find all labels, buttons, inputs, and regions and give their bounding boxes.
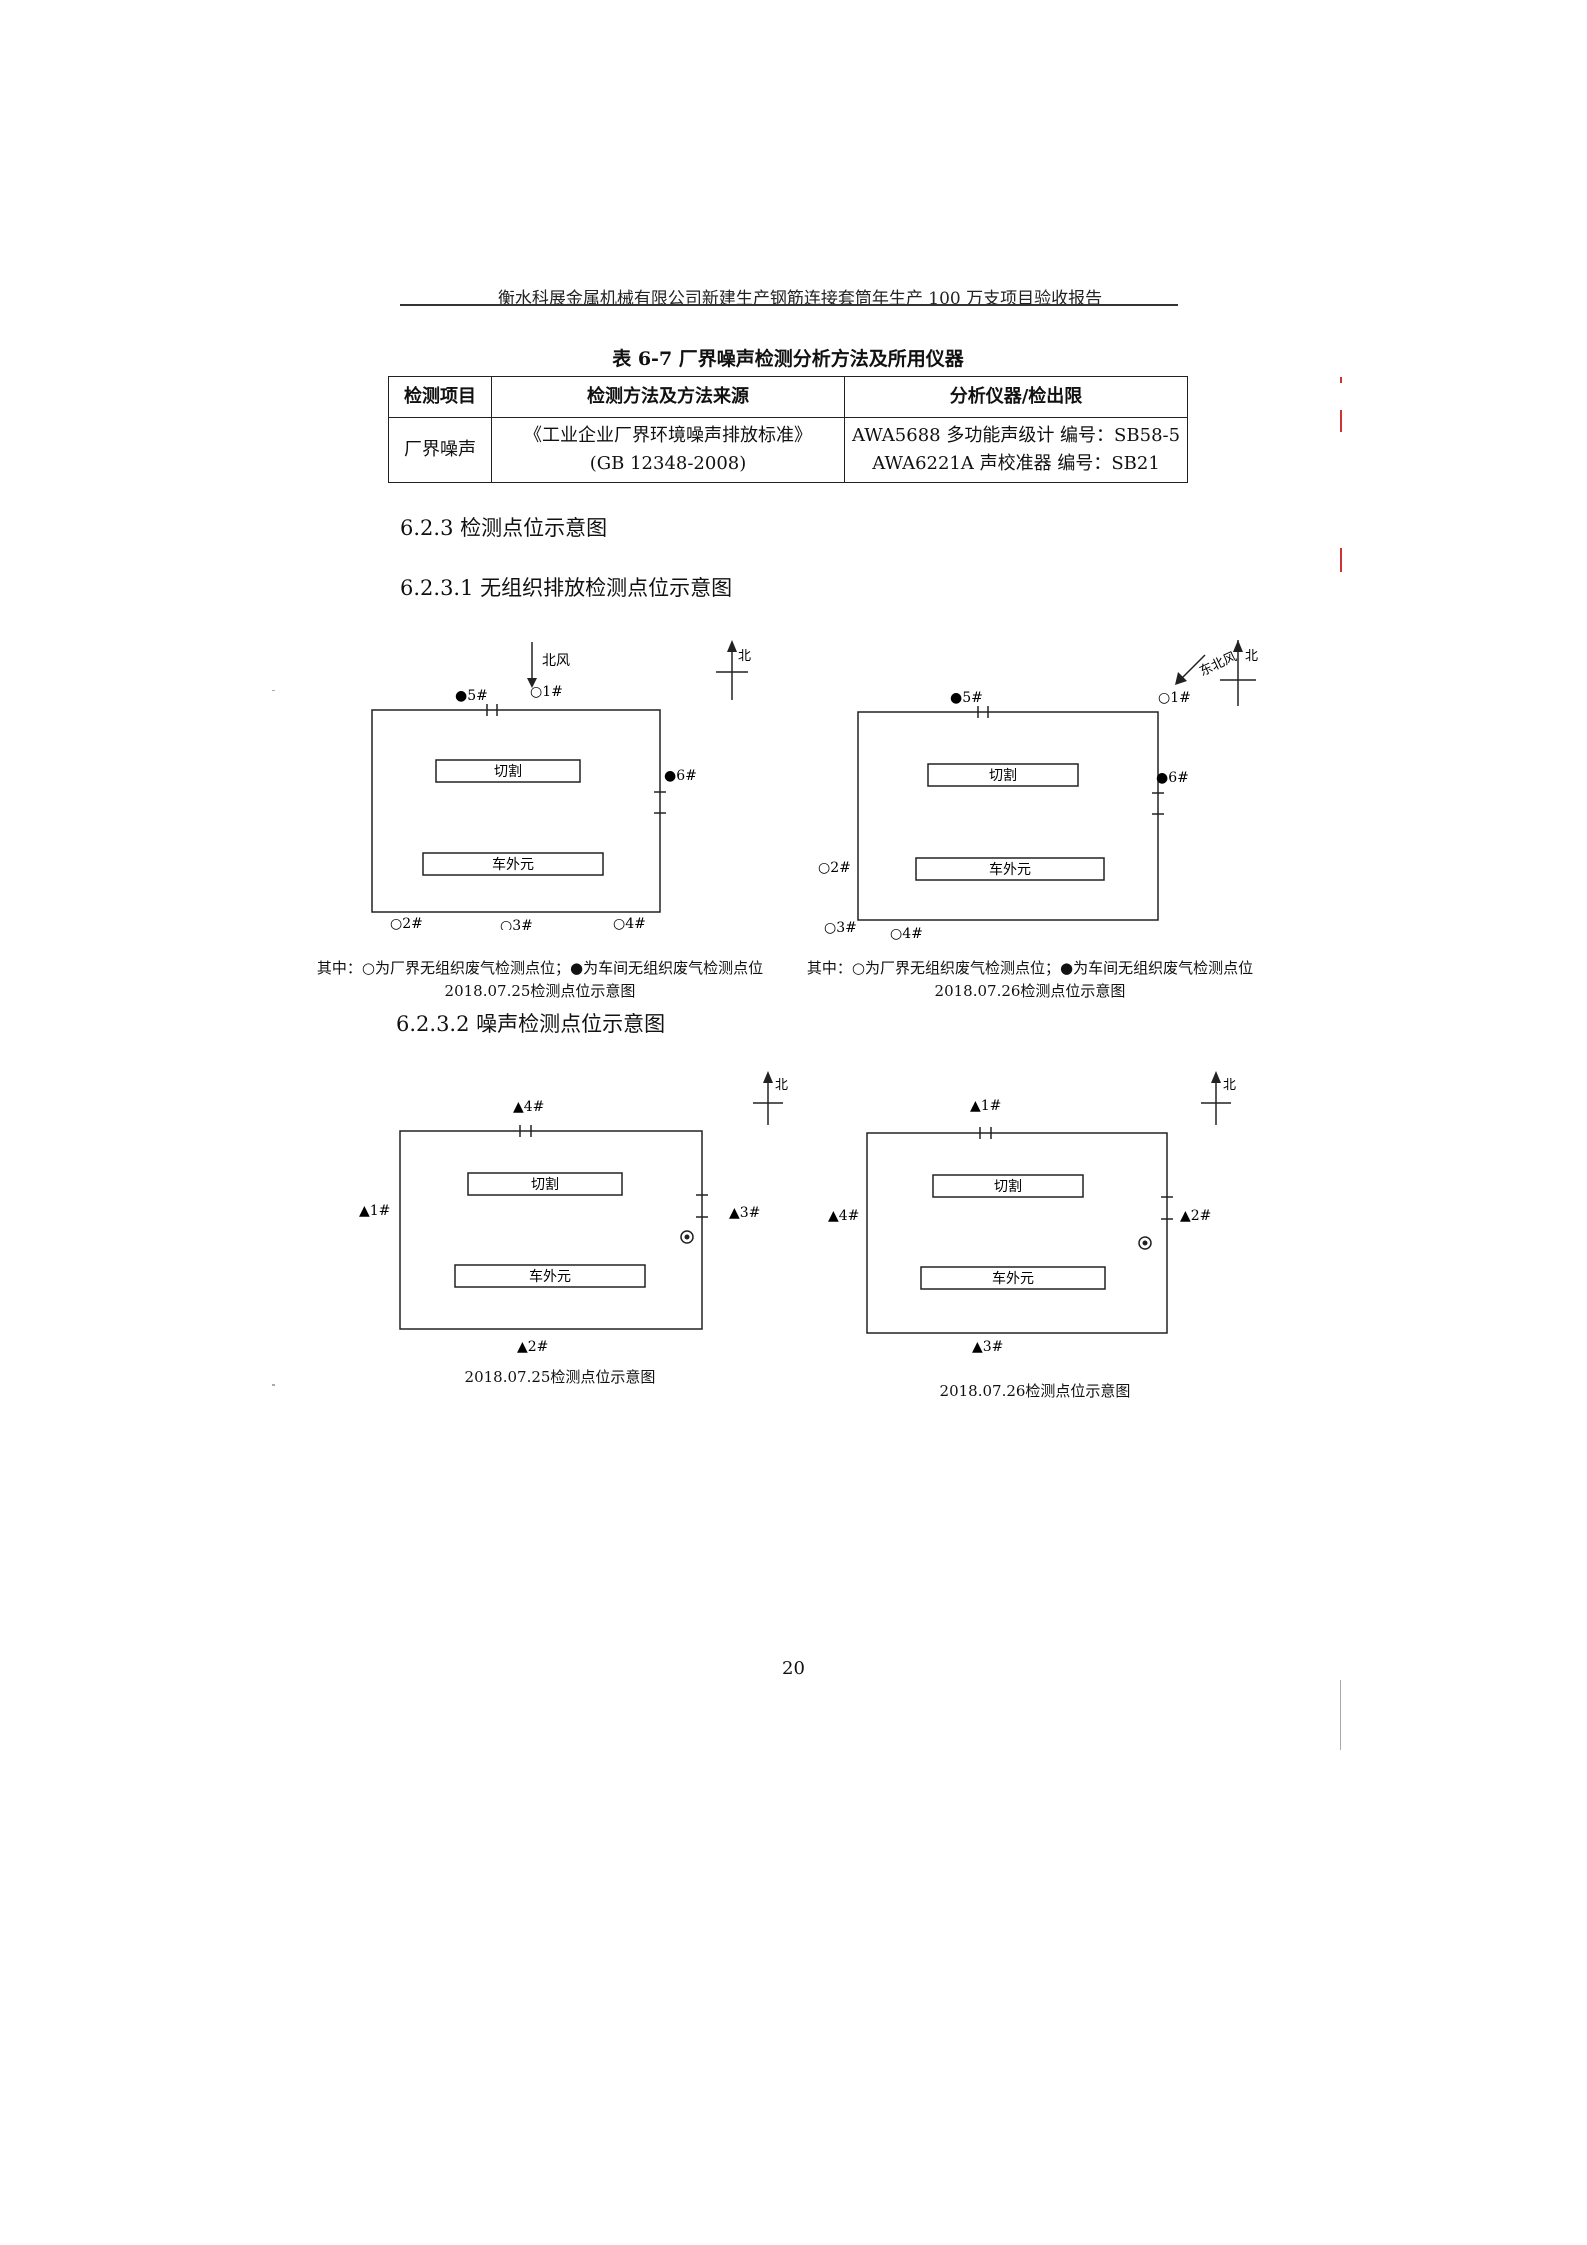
workshop-label-noise-left: 车外元 (529, 1268, 571, 1285)
wind-label-right: 东北风 (1197, 650, 1239, 680)
header-instrument: 分析仪器/检出限 (844, 376, 1188, 418)
air-diagram-left: 北风 北 切割 车外元 ●5# ○1# ●6# ○2# ○3# ○4# (360, 630, 780, 934)
plant-boundary-noise-right (866, 1132, 1168, 1334)
cell-instrument: AWA5688 多功能声级计 编号：SB58-5 AWA6221A 声校准器 编… (844, 417, 1188, 483)
noise-point-4: ▲4# (513, 1099, 544, 1115)
noise-point-2-right: ▲2# (1180, 1208, 1211, 1224)
cut-area-noise-left (467, 1172, 623, 1196)
cell-item: 厂界噪声 (388, 417, 492, 483)
workshop-area (422, 852, 604, 876)
method-line-1: 《工业企业厂界环境噪声排放标准》 (524, 425, 812, 446)
scan-speck (1340, 548, 1342, 572)
header-item: 检测项目 (388, 376, 492, 418)
air-date-right: 2018.07.26检测点位示意图 (934, 982, 1126, 1000)
air-date-left: 2018.07.25检测点位示意图 (444, 982, 636, 1000)
air-diagram-right: 东北风 北 切割 车外元 ●5# ○1# ●6# ○2# ○3# ○4# (810, 630, 1270, 942)
north-label-air-right: 北 (1245, 649, 1258, 664)
air-point-3: ○3# (500, 918, 533, 930)
scan-speck (1340, 410, 1342, 432)
air-point-4-right: ○4# (890, 926, 923, 940)
workshop-area-right (915, 857, 1105, 881)
cut-label-noise-right: 切割 (994, 1178, 1022, 1195)
noise-point-3-right: ▲3# (972, 1339, 1003, 1355)
method-line-2: (GB 12348-2008) (589, 453, 747, 474)
noise-date-right: 2018.07.26检测点位示意图 (939, 1382, 1131, 1400)
north-label-noise-right: 北 (1223, 1078, 1236, 1093)
air-point-1: ○1# (530, 684, 563, 700)
air-legend-right: 其中：○为厂界无组织废气检测点位；●为车间无组织废气检测点位 (806, 959, 1254, 977)
table-row: 厂界噪声 《工业企业厂界环境噪声排放标准》 (GB 12348-2008) AW… (388, 417, 1188, 483)
air-point-2: ○2# (390, 916, 423, 930)
plant-boundary-noise-left (399, 1130, 703, 1330)
noise-point-1: ▲1# (359, 1203, 390, 1219)
plant-boundary-right (857, 711, 1159, 921)
plant-boundary (371, 709, 661, 913)
air-point-6-right: ●6# (1156, 770, 1189, 786)
table-caption: 表 6-7 厂界噪声检测分析方法及所用仪器 (612, 348, 964, 370)
air-point-5: ●5# (455, 688, 488, 704)
scan-speck (272, 1384, 275, 1386)
cut-label-noise-left: 切割 (531, 1176, 559, 1193)
instrument-line-2: AWA6221A 声校准器 编号：SB21 (872, 453, 1160, 474)
workshop-label-noise-right: 车外元 (992, 1270, 1034, 1287)
air-point-3-right: ○3# (824, 920, 857, 936)
air-point-1-right: ○1# (1158, 690, 1191, 706)
section-6-2-3: 6.2.3 检测点位示意图 (400, 516, 608, 540)
table-header-row: 检测项目 检测方法及方法来源 分析仪器/检出限 (388, 376, 1188, 418)
workshop-label: 车外元 (492, 856, 534, 873)
scan-speck (272, 690, 275, 691)
noise-point-3: ▲3# (729, 1205, 760, 1221)
instrument-line-1: AWA5688 多功能声级计 编号：SB58-5 (851, 425, 1181, 446)
cell-method: 《工业企业厂界环境噪声排放标准》 (GB 12348-2008) (491, 417, 845, 483)
air-point-6: ●6# (664, 768, 697, 784)
cut-label-right: 切割 (989, 767, 1017, 784)
noise-point-2: ▲2# (517, 1339, 548, 1355)
air-point-2-right: ○2# (818, 860, 851, 876)
noise-date-left: 2018.07.25检测点位示意图 (464, 1368, 656, 1386)
air-legend-left: 其中：○为厂界无组织废气检测点位；●为车间无组织废气检测点位 (316, 959, 764, 977)
scan-speck (1340, 377, 1342, 383)
north-label-noise-left: 北 (775, 1078, 788, 1093)
cut-area (435, 759, 581, 783)
workshop-label-right: 车外元 (989, 861, 1031, 878)
workshop-area-noise-right (920, 1266, 1106, 1290)
scan-speck (1340, 1680, 1341, 1750)
method-table: 检测项目 检测方法及方法来源 分析仪器/检出限 厂界噪声 《工业企业厂界环境噪声… (388, 376, 1188, 483)
header-rule (400, 304, 1178, 306)
air-point-5-right: ●5# (950, 690, 983, 706)
header-method: 检测方法及方法来源 (491, 376, 845, 418)
north-label-air-left: 北 (738, 649, 751, 664)
noise-point-4-right: ▲4# (828, 1208, 859, 1224)
noise-diagram-left: 北 切割 车外元 ▲4# ▲1# ▲3# ▲2# (355, 1065, 795, 1355)
section-6-2-3-1: 6.2.3.1 无组织排放检测点位示意图 (400, 576, 733, 600)
noise-point-1-right: ▲1# (970, 1098, 1001, 1114)
cut-label: 切割 (494, 763, 522, 780)
wind-label-left: 北风 (542, 653, 570, 669)
air-point-4: ○4# (613, 916, 646, 930)
noise-diagram-right: 北 切割 车外元 ▲1# ▲4# ▲2# ▲3# (820, 1065, 1240, 1365)
section-6-2-3-2: 6.2.3.2 噪声检测点位示意图 (396, 1012, 666, 1036)
page-number: 20 (782, 1658, 805, 1679)
cut-area-right (927, 763, 1079, 787)
cut-area-noise-right (932, 1174, 1084, 1198)
workshop-area-noise-left (454, 1264, 646, 1288)
